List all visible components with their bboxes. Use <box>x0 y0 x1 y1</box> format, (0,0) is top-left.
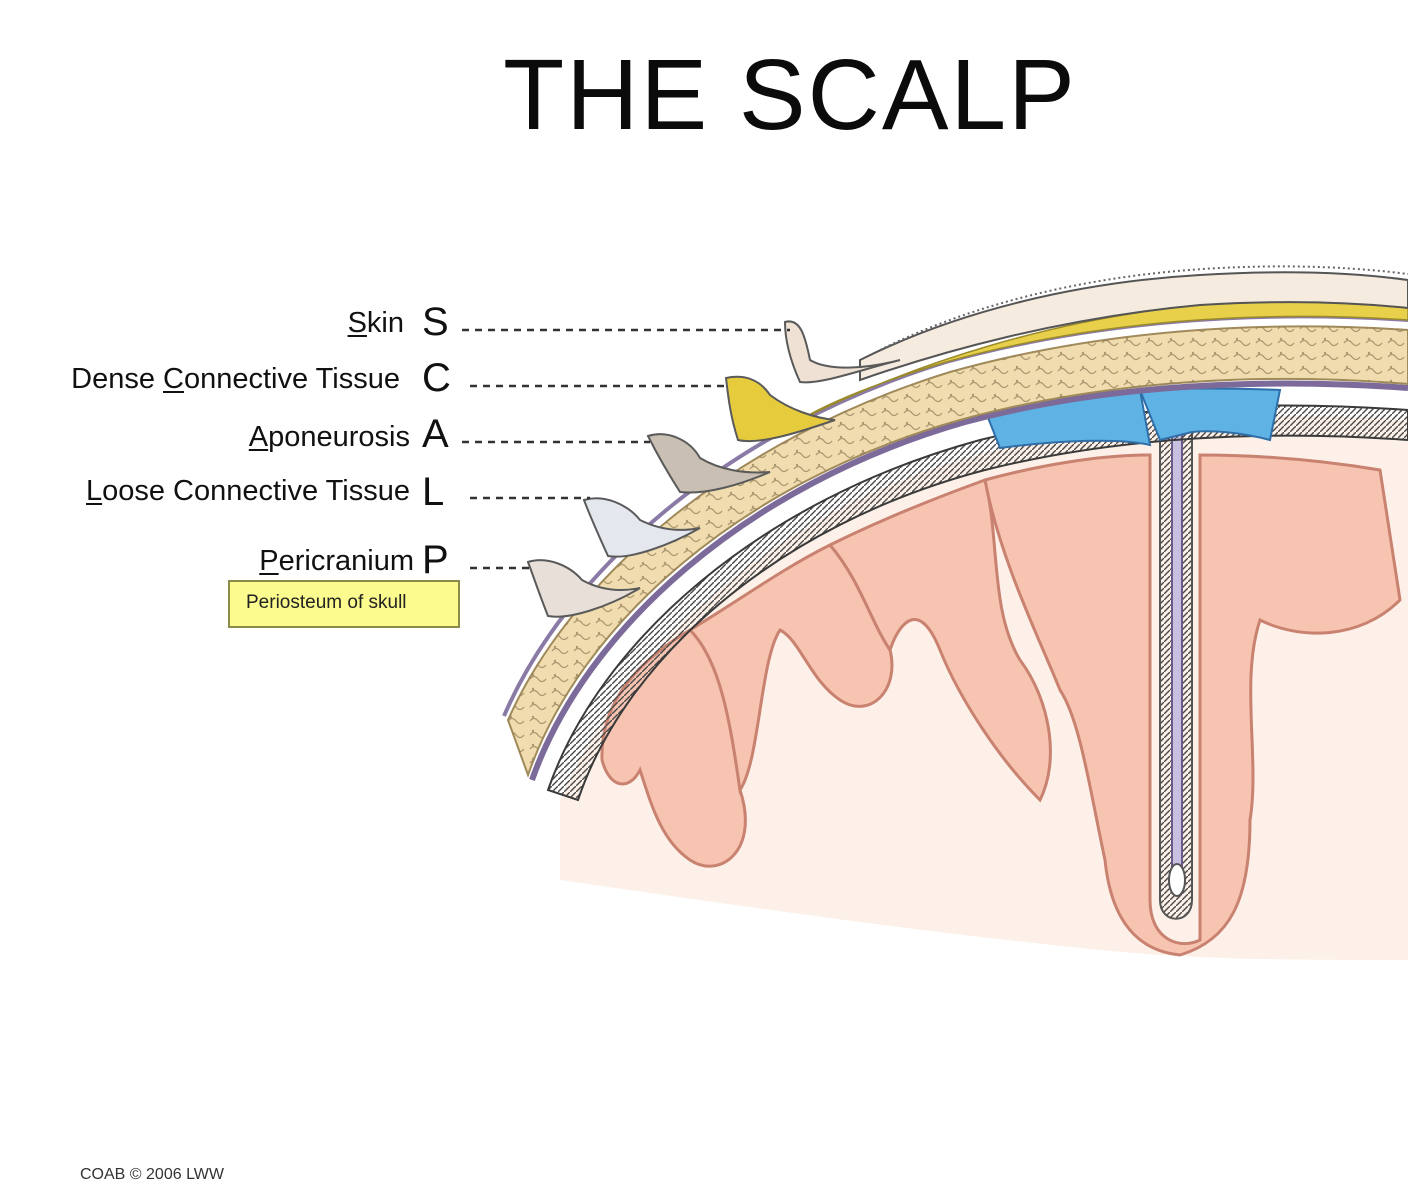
periosteum-callout: Periosteum of skull <box>228 580 460 628</box>
page-title: THE SCALP <box>503 39 1077 151</box>
layer-letter-a: A <box>422 412 449 456</box>
layer-label-dense-connective-tissue: Dense Connective Tissue <box>0 352 400 400</box>
layer-initial: L <box>85 475 103 507</box>
layer-letter-l: L <box>422 470 445 514</box>
layer-letter-p: P <box>422 538 449 582</box>
leader-lines <box>462 328 790 570</box>
meninges-band <box>546 404 1408 802</box>
layer-initial: C <box>163 363 184 395</box>
layer-label-skin: Skin <box>0 296 404 344</box>
layer-name-rest: oose Connective Tissue <box>102 475 410 507</box>
layer-initial: S <box>347 307 367 339</box>
layer-letter-s: S <box>422 300 449 344</box>
layer-label-pericranium: Pericranium <box>0 534 414 582</box>
layer-name-rest: poneurosis <box>268 421 410 453</box>
layer-name-rest: ericranium <box>278 545 414 577</box>
copyright-footer: COAB © 2006 LWW <box>80 1166 224 1183</box>
dura-mater <box>529 380 1408 782</box>
peeled-layer-flaps <box>526 320 901 618</box>
dense-connective-tissue-layer <box>799 301 1408 421</box>
layer-name-prefix: Dense <box>71 363 164 395</box>
layer-initial: A <box>248 421 269 453</box>
layer-initial: P <box>259 545 279 577</box>
skin-layer <box>859 271 1408 382</box>
layer-name-rest: onnective Tissue <box>183 363 400 395</box>
layer-label-loose-connective-tissue: Loose Connective Tissue <box>0 464 410 512</box>
layer-letter-c: C <box>422 356 451 400</box>
layer-label-aponeurosis: Aponeurosis <box>0 410 410 458</box>
layer-name-rest: kin <box>366 307 404 339</box>
